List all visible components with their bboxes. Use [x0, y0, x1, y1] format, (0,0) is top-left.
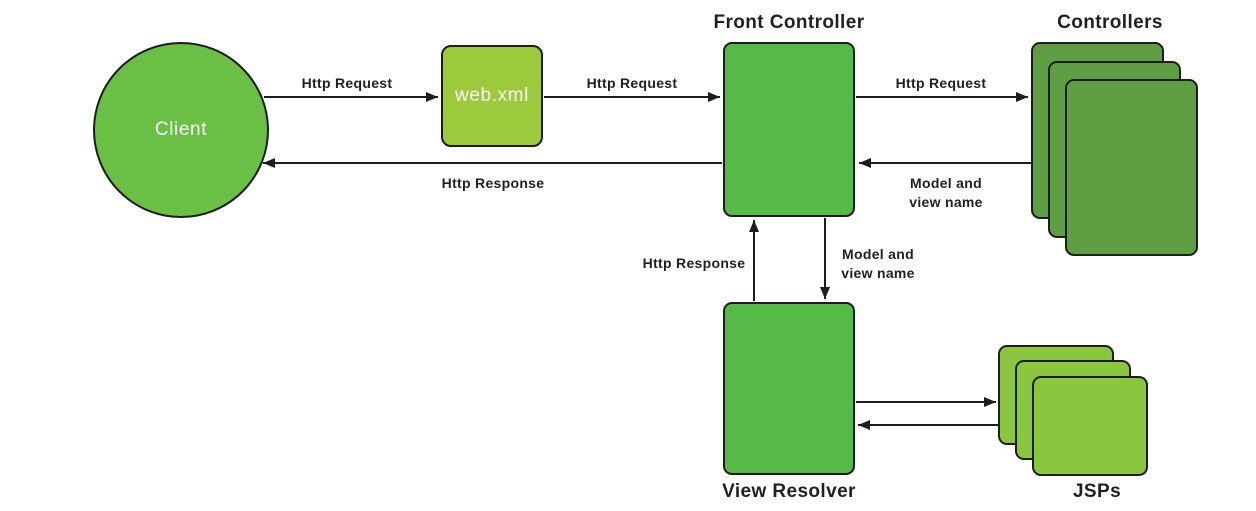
edge-label-model-view-right-line2: view name — [909, 194, 983, 210]
view-resolver-node — [723, 302, 855, 475]
edge-label-http-request-3: Http Request — [895, 75, 987, 91]
webxml-node: web.xml — [441, 45, 543, 147]
jsps-card-front — [1032, 376, 1148, 476]
controllers-card-front — [1065, 79, 1198, 256]
edge-label-http-response-vertical: Http Response — [642, 255, 746, 271]
view-resolver-title: View Resolver — [722, 481, 856, 502]
edge-label-http-request-2: Http Request — [586, 75, 678, 91]
webxml-label: web.xml — [455, 85, 529, 106]
controllers-title: Controllers — [1057, 12, 1163, 33]
front-controller-node — [723, 42, 855, 217]
edge-label-model-view-mid-line2: view name — [841, 265, 915, 281]
edge-label-model-view-mid-line1: Model and — [842, 246, 914, 262]
client-label: Client — [154, 119, 208, 140]
edge-label-http-request-1: Http Request — [301, 75, 393, 91]
edge-label-model-view-mid: Model and view name — [778, 245, 978, 283]
front-controller-title: Front Controller — [713, 12, 865, 33]
jsps-title: JSPs — [1072, 481, 1122, 502]
edge-label-http-response-long: Http Response — [441, 175, 545, 191]
edge-label-model-view-right: Model and view name — [846, 174, 1046, 212]
edge-label-model-view-right-line1: Model and — [910, 175, 982, 191]
client-node: Client — [93, 42, 269, 218]
